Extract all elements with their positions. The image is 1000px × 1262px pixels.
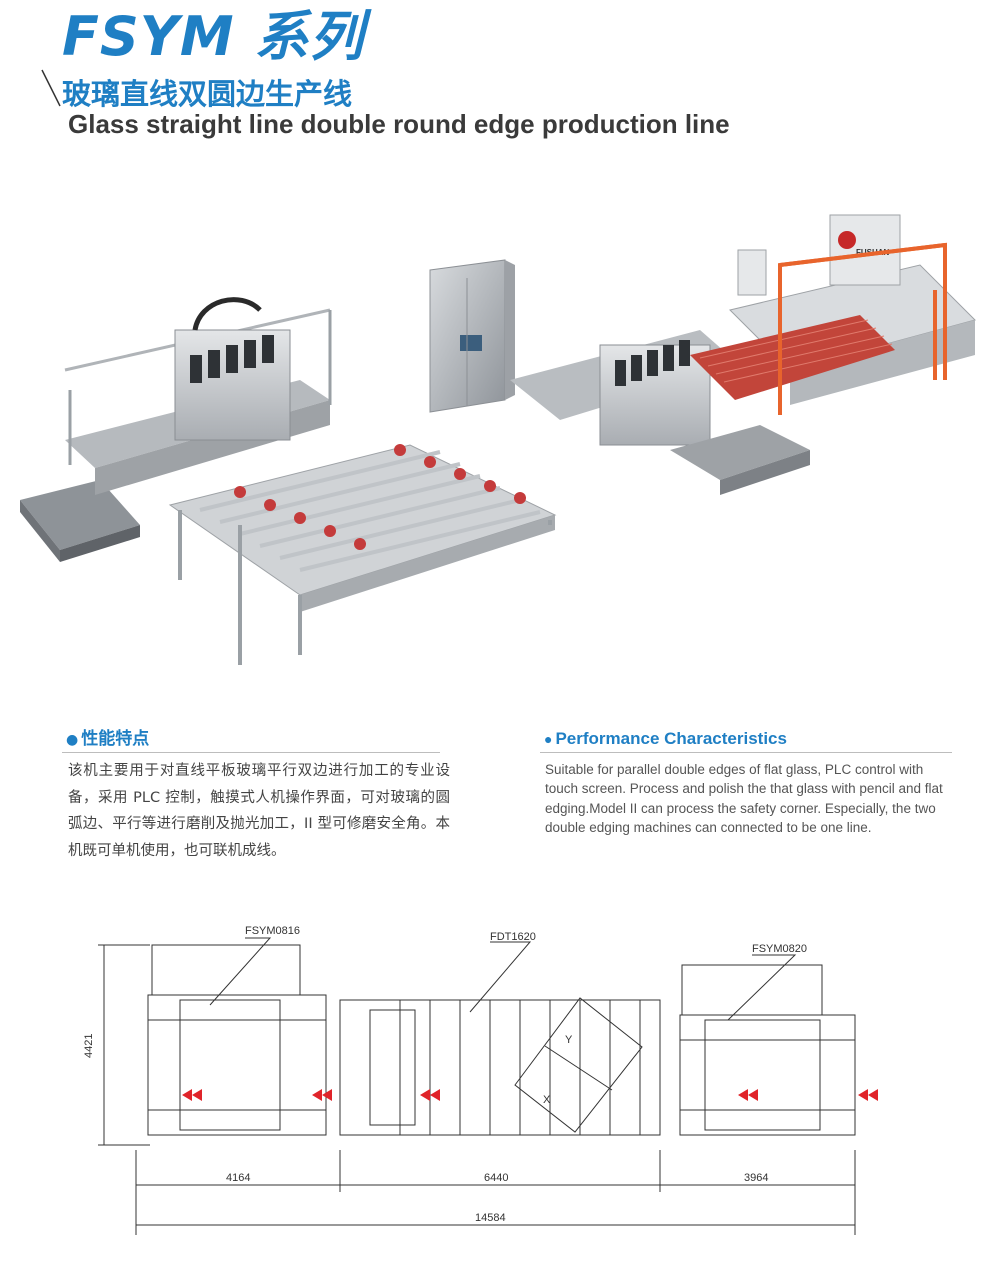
flow-arrow-icon (748, 1089, 758, 1101)
flow-arrow-icon (430, 1089, 440, 1101)
dimension-middle-width: 6440 (484, 1172, 508, 1184)
flow-arrow-icon (192, 1089, 202, 1101)
features-heading-cn: ●性能特点 (66, 728, 149, 751)
features-heading-cn-text: 性能特点 (81, 729, 150, 749)
label-fdt1620: FDT1620 (490, 931, 536, 943)
label-fsym0820: FSYM0820 (752, 943, 807, 955)
glass-label-x: X (543, 1094, 551, 1106)
features-divider-en (540, 752, 952, 753)
flow-arrow-icon (182, 1089, 192, 1101)
flow-arrows (182, 1089, 878, 1101)
label-fsym0816: FSYM0816 (245, 925, 300, 937)
features-divider-cn (62, 752, 440, 753)
production-line-photo: FUSHAN (20, 214, 976, 665)
bullet-dot-icon: ● (66, 732, 79, 748)
features-heading-en-text: Performance Characteristics (555, 729, 787, 748)
dimension-total-width: 14584 (475, 1212, 506, 1224)
flow-arrow-icon (858, 1089, 868, 1101)
title-english: Glass straight line double round edge pr… (68, 109, 730, 139)
control-cabinet (429, 259, 515, 413)
dimension-left-width: 4164 (226, 1172, 250, 1184)
flow-arrow-icon (420, 1089, 430, 1101)
flow-arrow-icon (738, 1089, 748, 1101)
left-edging-machine (174, 297, 291, 441)
left-machine-outline (147, 944, 327, 1136)
middle-transfer-table (168, 444, 557, 665)
title-chinese: 玻璃直线双圆边生产线 (62, 77, 353, 111)
layout-drawing: FSYM0816 FDT1620 FSYM0820 Y X 4421 4164 … (83, 925, 878, 1235)
flow-arrow-icon (322, 1089, 332, 1101)
washing-machine: FUSHAN (690, 214, 976, 415)
dimension-right-width: 3964 (744, 1172, 768, 1184)
flow-arrow-icon (868, 1089, 878, 1101)
right-edging-machine (510, 330, 810, 495)
flow-arrow-icon (312, 1089, 322, 1101)
features-body-en: Suitable for parallel double edges of fl… (545, 762, 943, 836)
series-title: FSYM 系列 (62, 5, 365, 68)
glass-label-y: Y (565, 1034, 573, 1046)
features-heading-en: ●Performance Characteristics (544, 728, 787, 750)
bullet-dot-icon: ● (544, 731, 553, 747)
dimension-height: 4421 (83, 1034, 95, 1058)
right-machine-outline (679, 964, 856, 1136)
title-slash-decoration (41, 69, 61, 107)
features-body-cn: 该机主要用于对直线平板玻璃平行双边进行加工的专业设备，采用 PLC 控制，触摸式… (68, 763, 450, 859)
middle-unit-outline (339, 997, 661, 1136)
